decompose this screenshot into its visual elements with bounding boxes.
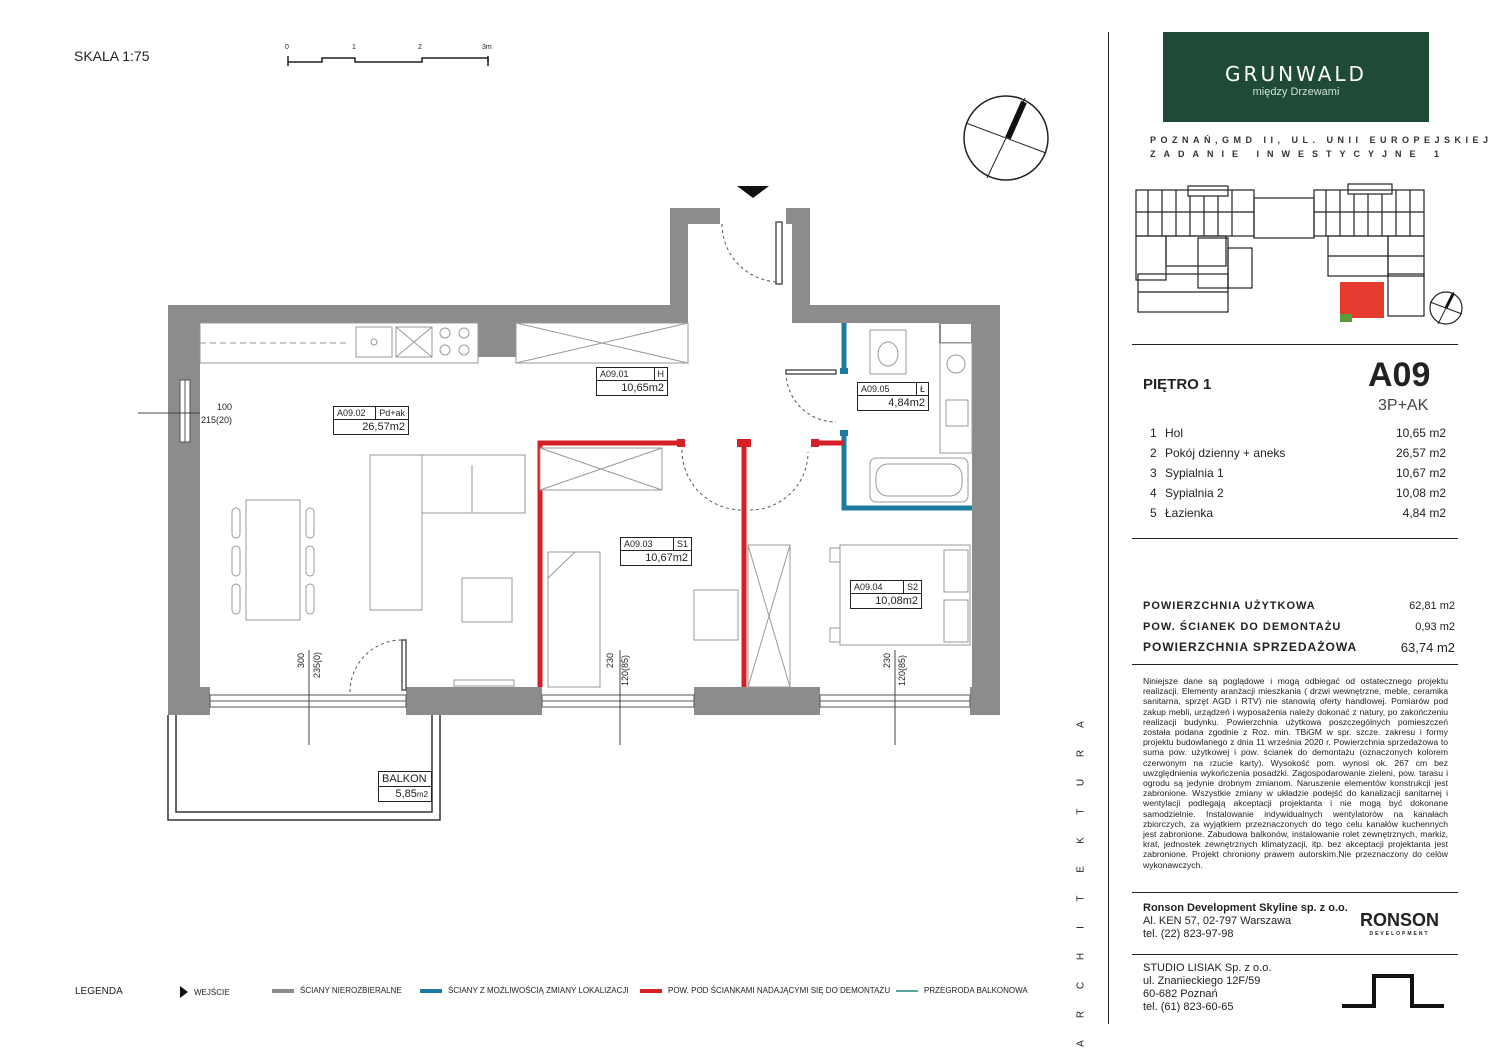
- dim-window-left-2: 215(20): [201, 415, 233, 425]
- legend-demolish-walls: POW. POD ŚCIANKAMI NADAJĄCYMI SIĘ DO DEM…: [640, 986, 890, 995]
- dim-window-s2-2: 120(85): [897, 654, 907, 686]
- legend-balcony-partition: PRZEGRODA BALKONOWA: [896, 986, 1028, 995]
- divider-4: [1132, 892, 1458, 893]
- architecture-letter: H: [1075, 952, 1087, 961]
- grunwald-logo: GRUNWALD między Drzewami: [1163, 32, 1429, 122]
- apartment-number: A09: [1368, 356, 1431, 394]
- bedroom1-furniture: [453, 447, 739, 688]
- legend-fixed-walls: ŚCIANY NIEROZBIERALNE: [272, 986, 402, 995]
- studio-info: STUDIO LISIAK Sp. z o.o. ul. Znanieckieg…: [1143, 962, 1272, 1013]
- kitchen-counter: [199, 322, 689, 364]
- legend-movable-walls: ŚCIANY Z MOŻLIWOŚCIĄ ZMIANY LOKALIZACJI: [420, 986, 629, 995]
- dim-window-s1-1: 230: [605, 652, 615, 668]
- architecture-letter: A: [1075, 721, 1087, 728]
- scale-label: SKALA 1:75: [74, 48, 150, 64]
- disclaimer-note: Niniejsze dane są poglądowe i mogą odbie…: [1143, 676, 1448, 870]
- scale-tick-2: 2: [418, 44, 422, 51]
- sofa: [369, 454, 526, 623]
- scale-tick-3: 3m: [482, 44, 492, 51]
- address-line2: ZADANIE INWESTYCYJNE 1: [1150, 149, 1448, 159]
- divider-5: [1132, 954, 1458, 955]
- divider-1: [1132, 344, 1458, 345]
- floor-label: PIĘTRO 1: [1143, 376, 1212, 393]
- doors: [349, 223, 837, 693]
- architecture-letter: U: [1075, 778, 1087, 787]
- architecture-letter: E: [1075, 866, 1087, 873]
- studio-lisiak-logo-icon: [1342, 974, 1444, 1008]
- balcony-outline: [167, 715, 441, 821]
- panel-divider: [1108, 32, 1109, 1024]
- dim-window-left-1: 100: [217, 402, 233, 412]
- window-bottom-s1: [541, 694, 695, 708]
- site-compass-icon: [1429, 291, 1463, 325]
- entrance-marker-icon: [737, 186, 769, 198]
- corridor-wardrobe: [747, 544, 791, 688]
- divider-2: [1132, 538, 1458, 539]
- architecture-letter: T: [1075, 808, 1087, 815]
- dim-window-s1-2: 120(85): [620, 654, 630, 686]
- site-key-plan: [1135, 183, 1463, 325]
- architecture-letter: K: [1075, 837, 1087, 844]
- demolishable-walls: [537, 440, 844, 687]
- dim-door-bottom-1: 300: [296, 652, 306, 668]
- ronson-logo: RONSON DEVELOPMENT: [1360, 910, 1440, 937]
- divider-3: [1132, 664, 1458, 665]
- architecture-letter: C: [1075, 981, 1087, 990]
- scale-tick-0: 0: [285, 44, 289, 51]
- address-line1: POZNAŃ,GMD II, UL. UNII EUROPEJSKIEJ: [1150, 135, 1493, 145]
- developer-info: Ronson Development Skyline sp. z o.o. Al…: [1143, 902, 1348, 940]
- fixed-walls: [168, 208, 1000, 715]
- dim-door-bottom-2: 235(0): [312, 651, 322, 678]
- architecture-letter: A: [1075, 1040, 1087, 1047]
- dim-window-s2-1: 230: [882, 652, 892, 668]
- balcony-tag: BALKON 5,85m2: [378, 771, 432, 802]
- architecture-vertical-text: A R U T K E T I H C R A: [1076, 710, 1100, 1058]
- architecture-letter: R: [1075, 1010, 1087, 1019]
- scale-bar: [287, 56, 489, 66]
- architecture-letter: T: [1075, 895, 1087, 902]
- legend-entrance: WEJŚCIE: [180, 986, 230, 998]
- floor-plan: [138, 56, 1049, 821]
- bathroom-fixtures: [869, 329, 973, 503]
- architecture-letter: I: [1075, 926, 1087, 929]
- apartment-type: 3P+AK: [1378, 397, 1429, 414]
- entrance-arrow-icon: [180, 986, 188, 998]
- legend-title: LEGENDA: [75, 986, 123, 997]
- window-left: [179, 379, 191, 443]
- scale-tick-1: 1: [352, 44, 356, 51]
- window-bottom-living: [209, 694, 407, 708]
- compass-icon: [963, 95, 1049, 181]
- dining-table: [231, 499, 315, 621]
- movable-walls: [841, 323, 972, 511]
- architecture-letter: R: [1075, 749, 1087, 758]
